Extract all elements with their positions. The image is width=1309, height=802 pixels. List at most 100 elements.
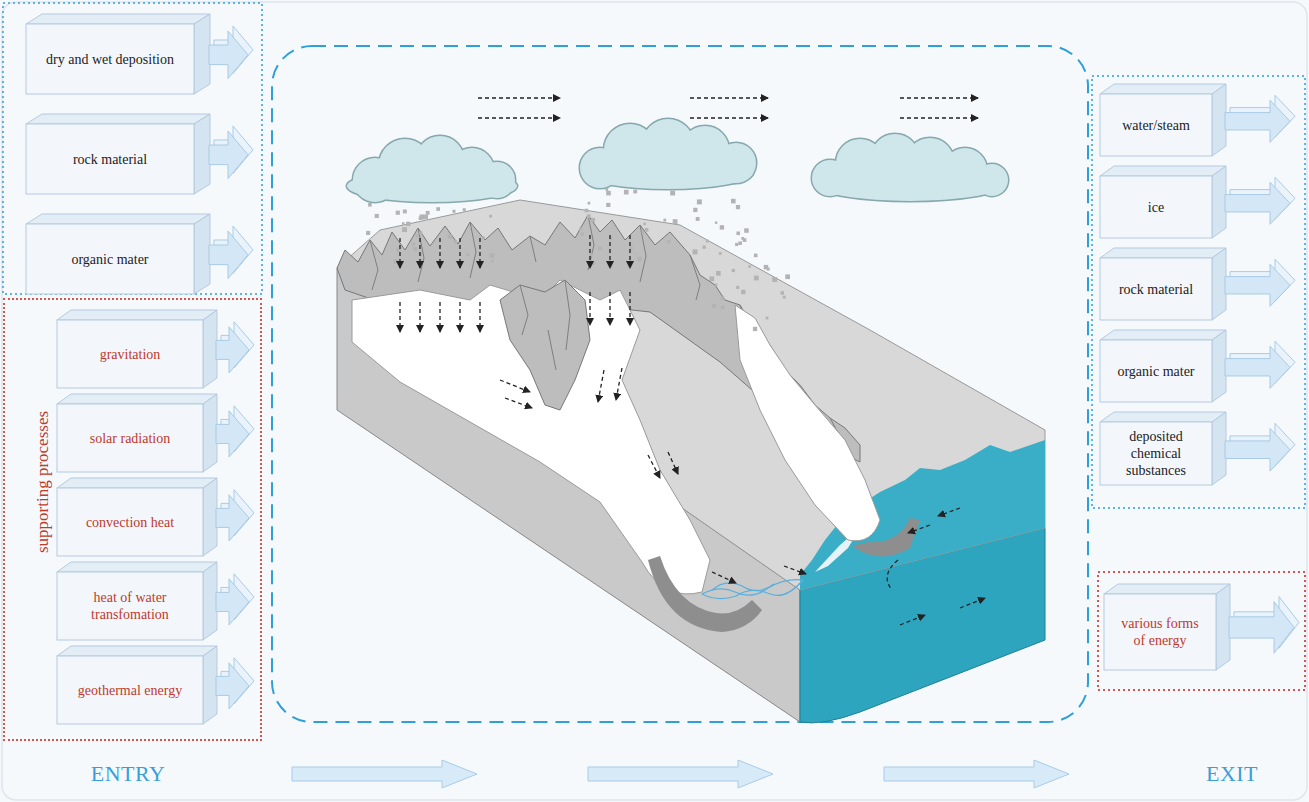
precipitation-dot	[396, 211, 400, 215]
flow-arrow	[216, 663, 249, 709]
box-label: dry and wet deposition	[46, 51, 174, 68]
precipitation-dot	[605, 188, 608, 191]
flow-box: convection heat	[57, 478, 255, 556]
box-label: organic mater	[71, 251, 148, 268]
precipitation-dot	[588, 202, 591, 205]
precipitation-dot	[394, 259, 398, 263]
stage-label-holder: ENTRY	[91, 761, 166, 787]
flow-box: dry and wet deposition	[26, 14, 254, 94]
precipitation-dot	[697, 199, 702, 204]
nunatak	[500, 280, 590, 410]
precipitation-dot	[585, 209, 589, 213]
flow-box: rock material	[26, 114, 254, 194]
box-label: deposited chemical substances	[1110, 428, 1202, 479]
box-front	[1100, 258, 1212, 320]
glacier	[352, 280, 710, 594]
precipitation-dot	[638, 257, 642, 261]
precipitation-dot	[413, 247, 417, 251]
current-arrow	[887, 560, 898, 590]
box-side	[203, 646, 217, 724]
box-top	[26, 114, 210, 124]
flow-arrow	[1225, 428, 1290, 471]
flow-box: geothermal energy	[57, 646, 255, 724]
precipitation-dot	[396, 248, 400, 252]
box-front	[57, 404, 203, 472]
box-label: convection heat	[86, 514, 174, 531]
precipitation-dot	[670, 191, 675, 196]
precipitation-dot	[764, 265, 769, 270]
precipitation-dot	[783, 296, 786, 299]
precipitation-dot	[709, 276, 714, 281]
exit-group	[1092, 76, 1305, 508]
clouds	[347, 119, 1008, 202]
precipitation-dot	[732, 269, 735, 272]
box-label: ice	[1148, 199, 1164, 216]
precipitation-dot	[366, 231, 370, 235]
precipitation-dot	[406, 222, 410, 226]
box-front	[57, 572, 203, 640]
box-text-area: dry and wet deposition	[26, 24, 194, 94]
box-side	[203, 394, 217, 472]
precipitation-dot	[673, 219, 678, 224]
box-side	[1212, 412, 1226, 485]
box-label: rock material	[73, 151, 147, 168]
rock-texture	[520, 280, 570, 370]
box-top	[26, 14, 210, 24]
box-text-area: heat of water transfomation	[57, 572, 203, 640]
box-side	[1212, 166, 1226, 238]
flow-arrow	[209, 231, 248, 279]
box-text-area: various forms of energy	[1104, 594, 1216, 670]
box-label: heat of water transfomation	[67, 589, 193, 623]
box-top	[57, 562, 217, 572]
flow-arrow	[1225, 100, 1290, 142]
box-text-area: rock material	[1100, 258, 1212, 320]
box-label: solar radiation	[90, 430, 170, 447]
box-side	[194, 114, 210, 194]
box-text-area: deposited chemical substances	[1100, 422, 1212, 485]
box-top	[26, 214, 210, 224]
precipitation-dot	[642, 231, 645, 234]
flow-box: deposited chemical substances	[1100, 412, 1296, 485]
flow-box: water/steam	[1100, 84, 1296, 156]
precipitation-dot	[368, 203, 372, 207]
precipitation-dot	[606, 203, 610, 207]
precipitation-dot	[748, 265, 751, 268]
precipitation-dot	[426, 211, 430, 215]
precipitation-dot	[735, 243, 738, 246]
box-front	[57, 488, 203, 556]
box-top	[1100, 84, 1226, 94]
box-front	[1100, 94, 1212, 156]
flow-arrow	[1229, 602, 1294, 654]
exit-energy-group	[1098, 572, 1305, 690]
box-front	[26, 124, 194, 194]
braided-river	[702, 580, 803, 599]
precipitation-dot	[423, 215, 428, 220]
precipitation-dot	[645, 228, 649, 232]
precipitation-dot	[489, 253, 494, 258]
box-text-area: organic mater	[1100, 340, 1212, 402]
precipitation-dot	[633, 190, 637, 194]
precipitation-dot	[720, 225, 724, 229]
precipitation-dot	[412, 243, 415, 246]
box-front	[1100, 176, 1212, 238]
flow-box: rock material	[1100, 248, 1296, 320]
box-top	[1104, 584, 1230, 594]
precipitation-dot	[667, 240, 671, 244]
flow-box: organic mater	[26, 214, 254, 294]
box-side	[203, 310, 217, 388]
precipitation-dot	[696, 217, 700, 221]
box-front	[26, 24, 194, 94]
flow-arrow	[209, 31, 248, 79]
precipitation-dot	[587, 214, 591, 218]
precipitation-dot	[703, 246, 706, 249]
precipitation-dot	[719, 252, 722, 255]
precipitation-dot	[579, 228, 582, 231]
box-top	[1100, 412, 1226, 422]
flow-arrow	[216, 411, 249, 457]
box-text-area: rock material	[26, 124, 194, 194]
box-top	[57, 310, 217, 320]
precipitation-dot	[403, 210, 407, 214]
precipitation-dot	[754, 276, 759, 281]
precipitation-dot	[581, 232, 584, 235]
flow-arrow	[1225, 346, 1290, 388]
